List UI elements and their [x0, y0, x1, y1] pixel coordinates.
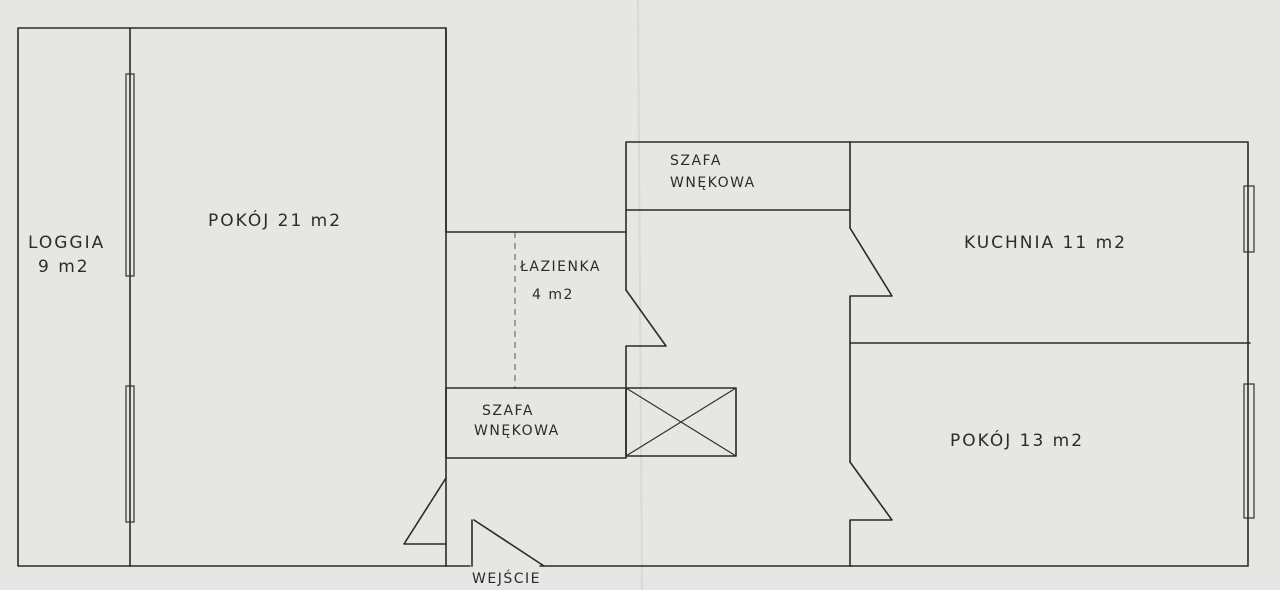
wardrobe-hall-line1: SZAFA — [482, 403, 534, 419]
balcony-door-lower — [125, 385, 135, 523]
shaft-cross-2 — [625, 387, 737, 457]
door-kitchen — [849, 227, 893, 463]
entrance-door-swing — [473, 519, 545, 567]
room-large-label: POKÓJ 21 m2 — [208, 211, 343, 231]
kitchen-window — [1243, 185, 1255, 253]
entrance-label: WEJŚCIE — [472, 571, 541, 587]
kitchen-label: KUCHNIA 11 m2 — [964, 233, 1127, 253]
room-small-label: POKÓJ 13 m2 — [950, 431, 1085, 451]
door-room-large — [403, 477, 447, 545]
paper-fold — [637, 0, 643, 590]
room-small-window — [1243, 383, 1255, 519]
ventilation-shaft — [625, 387, 737, 457]
balcony-door-upper — [125, 73, 135, 277]
loggia-name: LOGGIA — [28, 233, 106, 253]
loggia-area: 9 m2 — [38, 257, 90, 277]
wardrobe-top-line2: WNĘKOWA — [670, 175, 756, 191]
door-room-small — [849, 461, 893, 567]
wardrobe-top-line1: SZAFA — [670, 153, 722, 169]
bathroom-area: 4 m2 — [532, 287, 574, 303]
wardrobe-hall-line2: WNĘKOWA — [474, 423, 560, 439]
door-bathroom — [625, 289, 667, 389]
bathroom-name: ŁAZIENKA — [520, 259, 601, 275]
